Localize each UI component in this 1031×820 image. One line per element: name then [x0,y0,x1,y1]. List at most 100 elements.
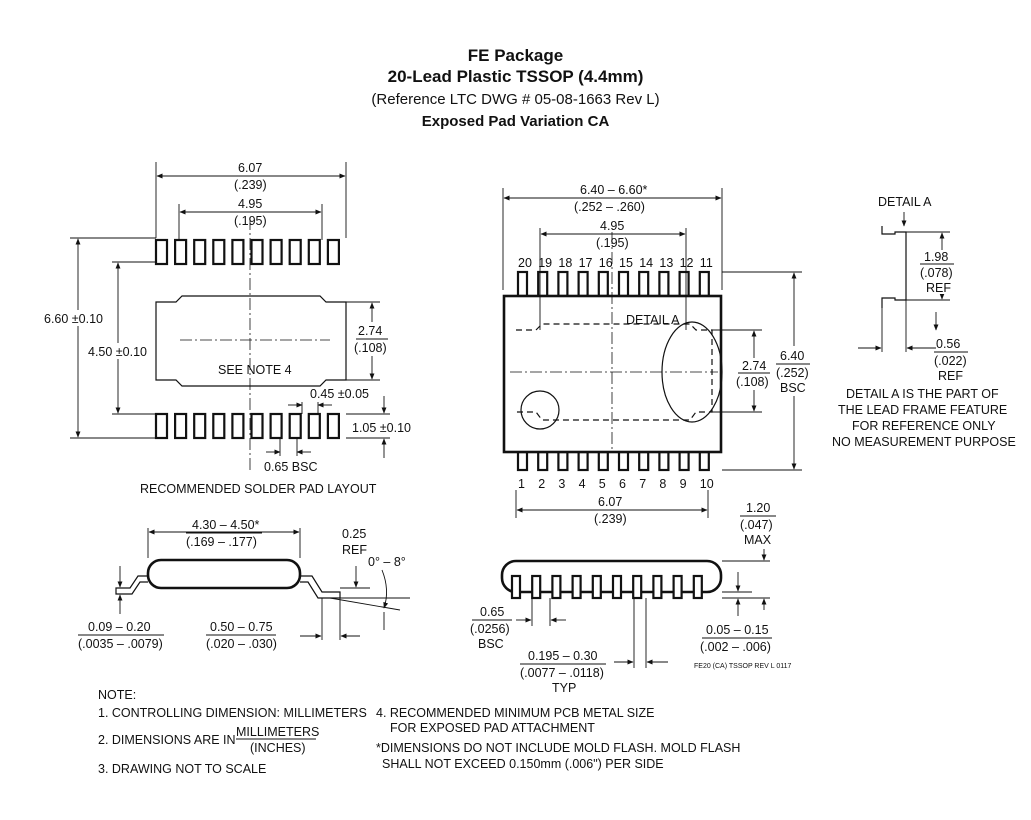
detail-a-dim2-in: (.022) [934,354,967,368]
lead-top [597,270,609,298]
solder-pad-bottom [269,412,283,440]
pin-number-top: 19 [538,256,552,270]
top-view-bottom-mm: 6.07 [598,495,622,509]
end-view: 1.20 (.047) MAX 0.05 – 0.15 (.002 – .006… [470,501,792,695]
pad-layout-exposed-height-in: (.108) [354,341,387,355]
solder-pad-bottom [288,412,302,440]
note-4-line-2: FOR EXPOSED PAD ATTACHMENT [390,721,595,735]
pin-number-top: 14 [639,256,653,270]
lead-bottom [698,450,710,472]
end-view-height-max: MAX [744,533,772,547]
pin-number-top: 20 [518,256,532,270]
pin-number-top: 11 [700,256,713,270]
note-2-numerator: MILLIMETERS [236,725,319,739]
lead-top [678,270,690,298]
lead-bottom [577,450,589,472]
lead-bottom [658,450,670,472]
solder-pad-top [212,238,226,266]
lead-bottom [638,450,650,472]
side-view-foot-length-in: (.020 – .030) [206,637,277,651]
solder-pad-top [231,238,245,266]
top-view-height-bsc: BSC [780,381,806,395]
lead-bottom [617,450,630,472]
see-note-4-label: SEE NOTE 4 [218,363,292,377]
note-2-denominator: (INCHES) [250,741,306,755]
lead-bottom [516,450,529,472]
note-4-line-1: 4. RECOMMENDED MINIMUM PCB METAL SIZE [376,706,655,720]
detail-a-note-line-2: THE LEAD FRAME FEATURE [838,403,1007,417]
top-view-width-in: (.252 – .260) [574,200,645,214]
lead-bottom [597,450,609,472]
pin-number-bottom: 7 [639,477,646,491]
pin-number-bottom: 9 [680,477,687,491]
page-subtitle: 20-Lead Plastic TSSOP (4.4mm) [387,67,644,86]
solder-pad-top [250,238,264,266]
solder-pad-bottom [250,412,264,440]
pin-number-bottom: 8 [659,477,666,491]
note-5-line-2: SHALL NOT EXCEED 0.150mm (.006") PER SID… [382,757,664,771]
solder-pad-bottom [212,412,226,440]
end-view-lead [611,574,623,600]
detail-a-note-line-1: DETAIL A IS THE PART OF [846,387,999,401]
lead-top [617,270,630,298]
package-body-side-view [146,558,302,590]
pin-number-bottom: 5 [599,477,606,491]
lead-bottom [678,450,690,472]
pad-layout-pad-width: 0.45 ±0.05 [310,387,369,401]
solder-pad-top [174,238,188,266]
pin-number-top: 18 [558,256,572,270]
pad-layout-outer-height: 6.60 ±0.10 [44,312,103,326]
detail-a-dim1-mm: 1.98 [924,250,948,264]
note-1: 1. CONTROLLING DIMENSION: MILLIMETERS [98,706,367,720]
solder-pad-bottom [193,412,207,440]
pad-layout-width-in: (.239) [234,178,267,192]
pin-number-top: 17 [579,256,593,270]
lead-top [577,270,589,298]
end-view-leads [510,574,703,600]
note-2-prefix: 2. DIMENSIONS ARE IN [98,733,236,747]
note-5-line-1: *DIMENSIONS DO NOT INCLUDE MOLD FLASH. M… [376,741,740,755]
lead-top [698,270,710,298]
end-view-pitch-bsc: BSC [478,637,504,651]
end-view-pitch-mm: 0.65 [480,605,504,619]
note-3: 3. DRAWING NOT TO SCALE [98,762,266,776]
detail-a-note-line-4: NO MEASUREMENT PURPOSE [832,435,1016,449]
detail-a-dim1-in: (.078) [920,266,953,280]
reference-drawing: (Reference LTC DWG # 05-08-1663 Rev L) [371,91,660,108]
detail-a-dim2-ref: REF [938,369,963,383]
pin-number-bottom: 3 [558,477,565,491]
pad-layout-pitch: 0.65 BSC [264,460,318,474]
side-view-lead-thickness-mm: 0.09 – 0.20 [88,620,151,634]
pin-number-bottom: 10 [700,477,714,491]
detail-a-dim1-ref: REF [926,281,951,295]
pin-number-top: 16 [599,256,613,270]
variation-label: Exposed Pad Variation CA [421,113,610,130]
end-view-standoff-in: (.002 – .006) [700,640,771,654]
side-view-length-in: (.169 – .177) [186,535,257,549]
side-view: 4.30 – 4.50* (.169 – .177) 0.25 REF 0° –… [78,518,410,651]
solder-pad-bottom [154,412,169,440]
lead-top [658,270,670,298]
end-view-lead [510,574,522,600]
top-view-inner-mm: 4.95 [600,219,624,233]
exposed-pad-dashed-outline [516,323,713,421]
pad-layout-inner-height: 4.50 ±0.10 [88,345,147,359]
solder-pad-bottom [326,412,340,440]
top-view-pad-height-in: (.108) [736,375,769,389]
pad-layout-caption: RECOMMENDED SOLDER PAD LAYOUT [140,482,377,496]
solder-pad-bottom [231,412,245,440]
solder-pads-top-row [154,238,340,266]
end-view-standoff-mm: 0.05 – 0.15 [706,623,769,637]
solder-pad-bottom [174,412,188,440]
lead-bottom [537,450,549,472]
solder-pads-bottom-row [154,412,340,440]
pad-layout-exposed-height-mm: 2.74 [358,324,382,338]
side-view-foot-length-mm: 0.50 – 0.75 [210,620,273,634]
solder-pad-top [307,238,321,266]
end-view-lead-width-typ: TYP [552,681,576,695]
end-view-height-mm: 1.20 [746,501,770,515]
pin-number-top: 13 [659,256,673,270]
